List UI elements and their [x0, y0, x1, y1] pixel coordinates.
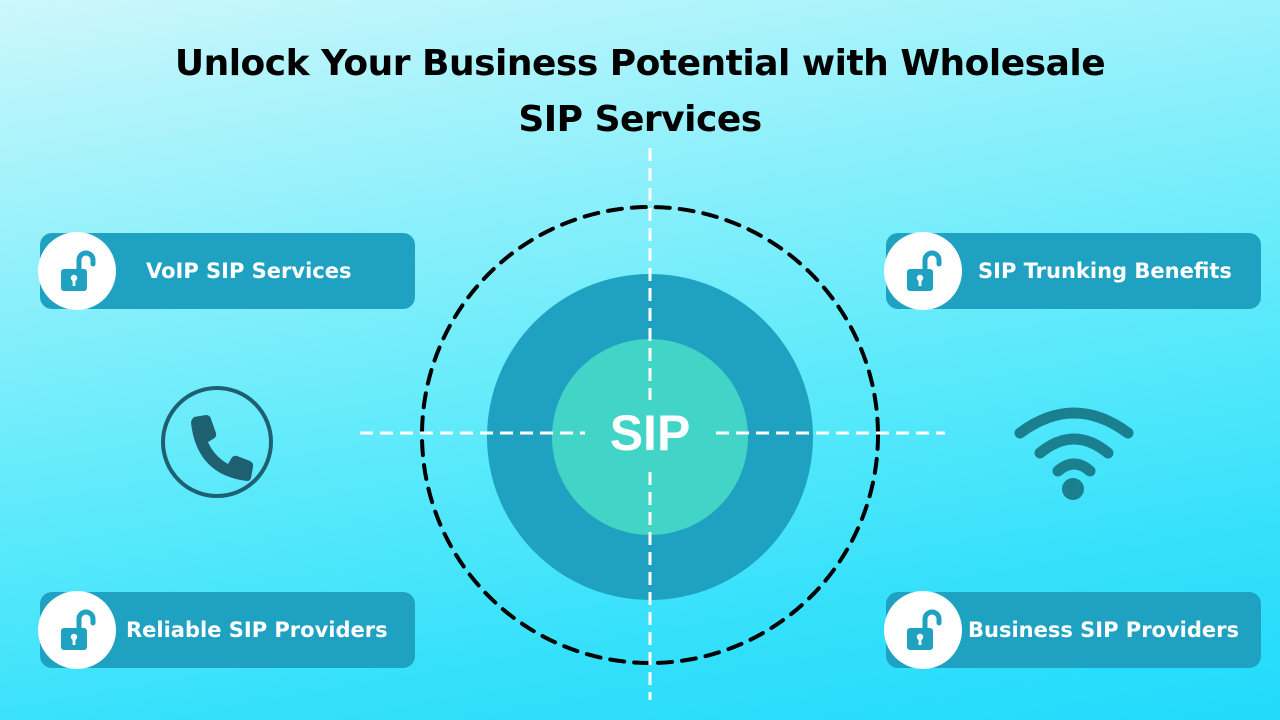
unlock-icon: [38, 591, 116, 669]
wifi-icon: [1014, 407, 1134, 500]
center-sip-label: SIP: [609, 405, 691, 461]
unlock-icon: [884, 232, 962, 310]
feature-label: SIP Trunking Benefits: [978, 259, 1232, 283]
feature-reliable-sip-providers: Reliable SIP Providers: [38, 591, 415, 669]
feature-voip-sip-services: VoIP SIP Services: [38, 232, 415, 310]
unlock-icon: [38, 232, 116, 310]
unlock-icon: [884, 591, 962, 669]
title-line-2: SIP Services: [518, 99, 762, 140]
feature-business-sip-providers: Business SIP Providers: [884, 591, 1261, 669]
feature-label: VoIP SIP Services: [146, 259, 352, 283]
feature-sip-trunking-benefits: SIP Trunking Benefits: [884, 232, 1261, 310]
inner-circle: [552, 339, 748, 535]
page-title: Unlock Your Business Potential with Whol…: [0, 36, 1280, 148]
phone-icon: [161, 386, 273, 498]
title-line-1: Unlock Your Business Potential with Whol…: [174, 43, 1106, 84]
feature-label: Reliable SIP Providers: [126, 618, 388, 642]
feature-label: Business SIP Providers: [968, 618, 1239, 642]
